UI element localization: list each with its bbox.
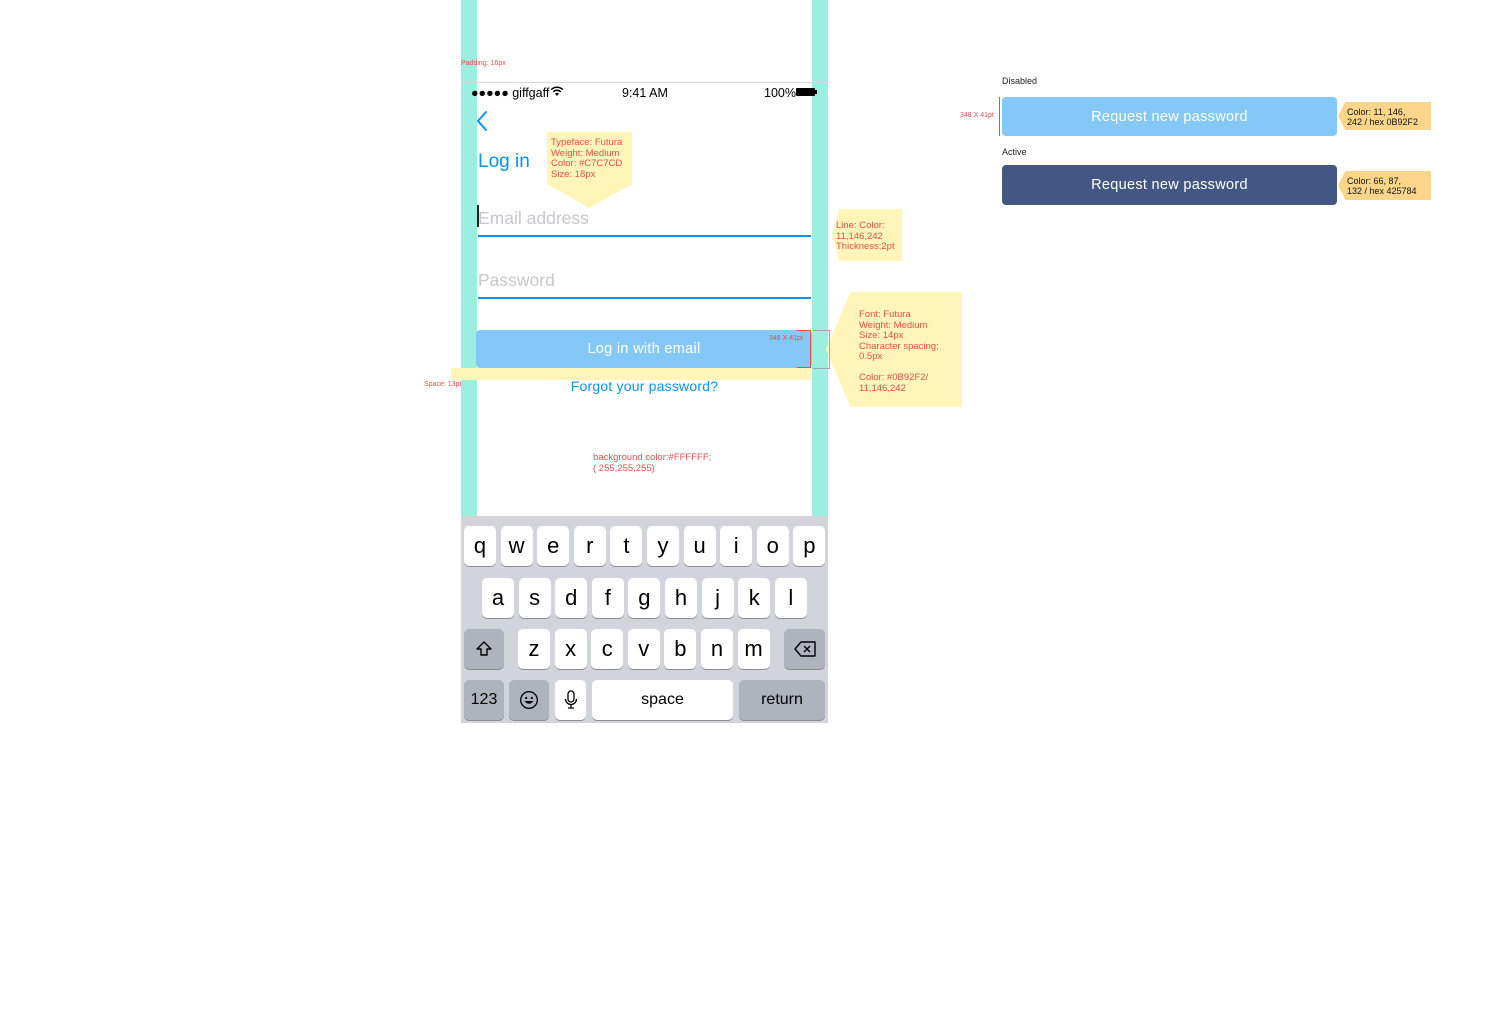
key-d[interactable]: d xyxy=(555,578,588,618)
disabled-color-tag: Color: 11, 146, 242 / hex 0B92F2 xyxy=(1338,102,1431,130)
active-request-button[interactable]: Request new password xyxy=(1002,165,1337,205)
font-annotation: Font: Futura Weight: Medium Size: 14px C… xyxy=(859,309,939,394)
microphone-key[interactable] xyxy=(555,680,586,720)
key-u[interactable]: u xyxy=(683,526,716,566)
forgot-password-link[interactable]: Forgot your password? xyxy=(570,378,719,394)
typeface-callout xyxy=(547,132,632,185)
status-bar-divider xyxy=(461,82,828,83)
typeface-annotation: Typeface: Futura Weight: Medium Color: #… xyxy=(551,137,623,180)
key-a[interactable]: a xyxy=(482,578,514,618)
key-r[interactable]: r xyxy=(573,526,606,566)
text-caret xyxy=(477,205,479,227)
emoji-key[interactable] xyxy=(509,680,549,720)
active-label: Active xyxy=(1002,147,1027,157)
key-z[interactable]: z xyxy=(518,629,550,669)
padding-annotation: Padding: 16px xyxy=(461,60,506,67)
emoji-icon xyxy=(520,691,538,709)
email-field[interactable] xyxy=(477,203,811,237)
backspace-key[interactable] xyxy=(784,629,825,669)
button-size-guide xyxy=(813,330,830,369)
disabled-request-button[interactable]: Request new password xyxy=(1002,97,1337,136)
password-field[interactable] xyxy=(478,265,811,299)
key-o[interactable]: o xyxy=(756,526,789,566)
spacing-guide xyxy=(451,368,811,380)
page-title: Log in xyxy=(478,151,530,172)
key-w[interactable]: w xyxy=(500,526,533,566)
key-g[interactable]: g xyxy=(628,578,661,618)
phone-screen: ●●●●● giffgaff 9:41 AM 100% Log in Log i… xyxy=(451,0,828,723)
space-annotation: Space: 13pt xyxy=(424,381,462,388)
active-color-tag: Color: 66, 87, 132 / hex 425784 xyxy=(1338,171,1431,200)
key-m[interactable]: m xyxy=(737,629,770,669)
button-size-bracket xyxy=(797,330,811,368)
shift-icon xyxy=(476,641,492,656)
disabled-label: Disabled xyxy=(1002,76,1038,86)
battery-percent: 100% xyxy=(764,86,796,100)
key-s[interactable]: s xyxy=(518,578,551,618)
carrier-label: ●●●●● giffgaff xyxy=(471,86,550,100)
padding-guide-right xyxy=(812,0,828,516)
key-l[interactable]: l xyxy=(774,578,807,618)
active-color-text: Color: 66, 87, 132 / hex 425784 xyxy=(1347,176,1417,196)
line-annotation: Line: Color: 11,146,242 Thickness:2pt xyxy=(836,220,895,252)
side-size-bracket xyxy=(999,97,1002,136)
key-i[interactable]: i xyxy=(720,526,753,566)
login-email-button[interactable]: Log in with email xyxy=(476,330,812,368)
space-key[interactable]: space xyxy=(592,680,733,720)
font-callout xyxy=(826,292,962,407)
password-input[interactable] xyxy=(478,265,811,295)
key-f[interactable]: f xyxy=(591,578,624,618)
back-chevron-icon[interactable] xyxy=(475,110,495,132)
key-j[interactable]: j xyxy=(701,578,734,618)
backspace-icon xyxy=(793,641,816,657)
line-callout xyxy=(832,209,902,261)
side-size-annotation: 348 X 41pt xyxy=(960,112,994,119)
key-q[interactable]: q xyxy=(464,526,496,566)
shift-key[interactable] xyxy=(464,629,504,669)
background-annotation: background color:#FFFFFF; ( 255,255,255) xyxy=(593,452,712,474)
key-t[interactable]: t xyxy=(610,526,643,566)
key-v[interactable]: v xyxy=(627,629,660,669)
email-input[interactable] xyxy=(478,203,811,233)
button-size-annotation: 348 X 41pt xyxy=(769,335,803,342)
key-y[interactable]: y xyxy=(647,526,679,566)
return-key[interactable]: return xyxy=(739,680,825,720)
key-n[interactable]: n xyxy=(701,629,733,669)
key-h[interactable]: h xyxy=(665,578,697,618)
wifi-icon xyxy=(550,86,564,96)
key-b[interactable]: b xyxy=(664,629,697,669)
disabled-color-text: Color: 11, 146, 242 / hex 0B92F2 xyxy=(1347,107,1419,127)
numbers-key[interactable]: 123 xyxy=(464,680,504,720)
key-e[interactable]: e xyxy=(537,526,570,566)
padding-guide-left xyxy=(461,0,477,516)
key-k[interactable]: k xyxy=(738,578,771,618)
key-c[interactable]: c xyxy=(591,629,624,669)
battery-icon xyxy=(796,88,815,96)
microphone-icon xyxy=(564,690,577,709)
clock: 9:41 AM xyxy=(622,86,668,100)
battery-tip xyxy=(815,90,817,94)
key-x[interactable]: x xyxy=(554,629,587,669)
key-p[interactable]: p xyxy=(793,526,826,566)
